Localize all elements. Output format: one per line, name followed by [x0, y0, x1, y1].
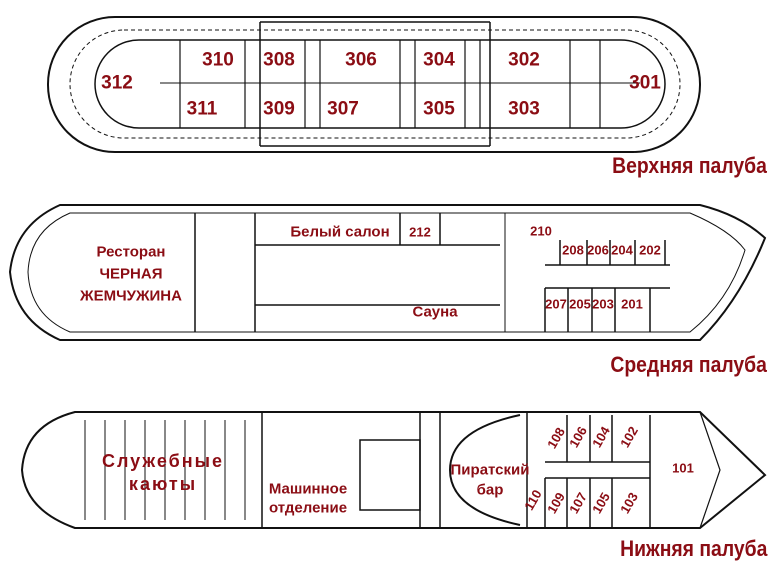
pirate-bar-label-1[interactable]: Пиратский [450, 461, 530, 479]
sauna-label[interactable]: Сауна [412, 303, 458, 321]
cabin-306[interactable]: 306 [345, 49, 377, 71]
crew-cabins-label-2[interactable]: каюты [128, 474, 198, 494]
cabin-208[interactable]: 208 [562, 242, 584, 258]
cabin-305[interactable]: 305 [423, 98, 455, 120]
white-salon-label[interactable]: Белый салон [290, 223, 390, 241]
cabin-207[interactable]: 207 [545, 296, 567, 312]
cabin-302[interactable]: 302 [508, 49, 540, 71]
cabin-303[interactable]: 303 [508, 98, 540, 120]
cabin-310[interactable]: 310 [202, 49, 234, 71]
cabin-204[interactable]: 204 [611, 242, 633, 258]
restaurant-label[interactable]: Ресторан [96, 243, 166, 261]
cabin-201[interactable]: 201 [621, 296, 643, 312]
cabin-206[interactable]: 206 [587, 242, 609, 258]
cabin-101[interactable]: 101 [672, 460, 694, 476]
pirate-bar-label-2[interactable]: бар [476, 481, 504, 499]
cabin-307[interactable]: 307 [327, 98, 359, 120]
cabin-309[interactable]: 309 [263, 98, 295, 120]
lower-deck-outline [20, 411, 767, 529]
crew-cabins-label-1[interactable]: Служебные [101, 451, 225, 471]
cabin-311[interactable]: 311 [186, 98, 218, 120]
cabin-205[interactable]: 205 [569, 296, 591, 312]
lower-deck-title: Нижняя палуба [619, 536, 767, 561]
middle-deck-title: Средняя палуба [610, 352, 767, 377]
cabin-304[interactable]: 304 [423, 49, 455, 71]
cabin-312[interactable]: 312 [101, 72, 133, 94]
upper-deck-outline [47, 16, 701, 153]
restaurant-name-line2[interactable]: ЖЕМЧУЖИНА [80, 287, 182, 305]
cabin-212[interactable]: 212 [409, 224, 431, 240]
engine-room-label-2[interactable]: отделение [268, 499, 348, 517]
cabin-210[interactable]: 210 [530, 223, 552, 239]
middle-deck-outline [8, 204, 767, 341]
cabin-308[interactable]: 308 [263, 49, 295, 71]
restaurant-name-line1[interactable]: ЧЕРНАЯ [99, 265, 163, 283]
engine-room-label-1[interactable]: Машинное [268, 480, 348, 498]
cabin-202[interactable]: 202 [639, 242, 661, 258]
cabin-203[interactable]: 203 [592, 296, 614, 312]
upper-deck-title: Верхняя палуба [612, 153, 767, 178]
cabin-301[interactable]: 301 [629, 72, 661, 94]
